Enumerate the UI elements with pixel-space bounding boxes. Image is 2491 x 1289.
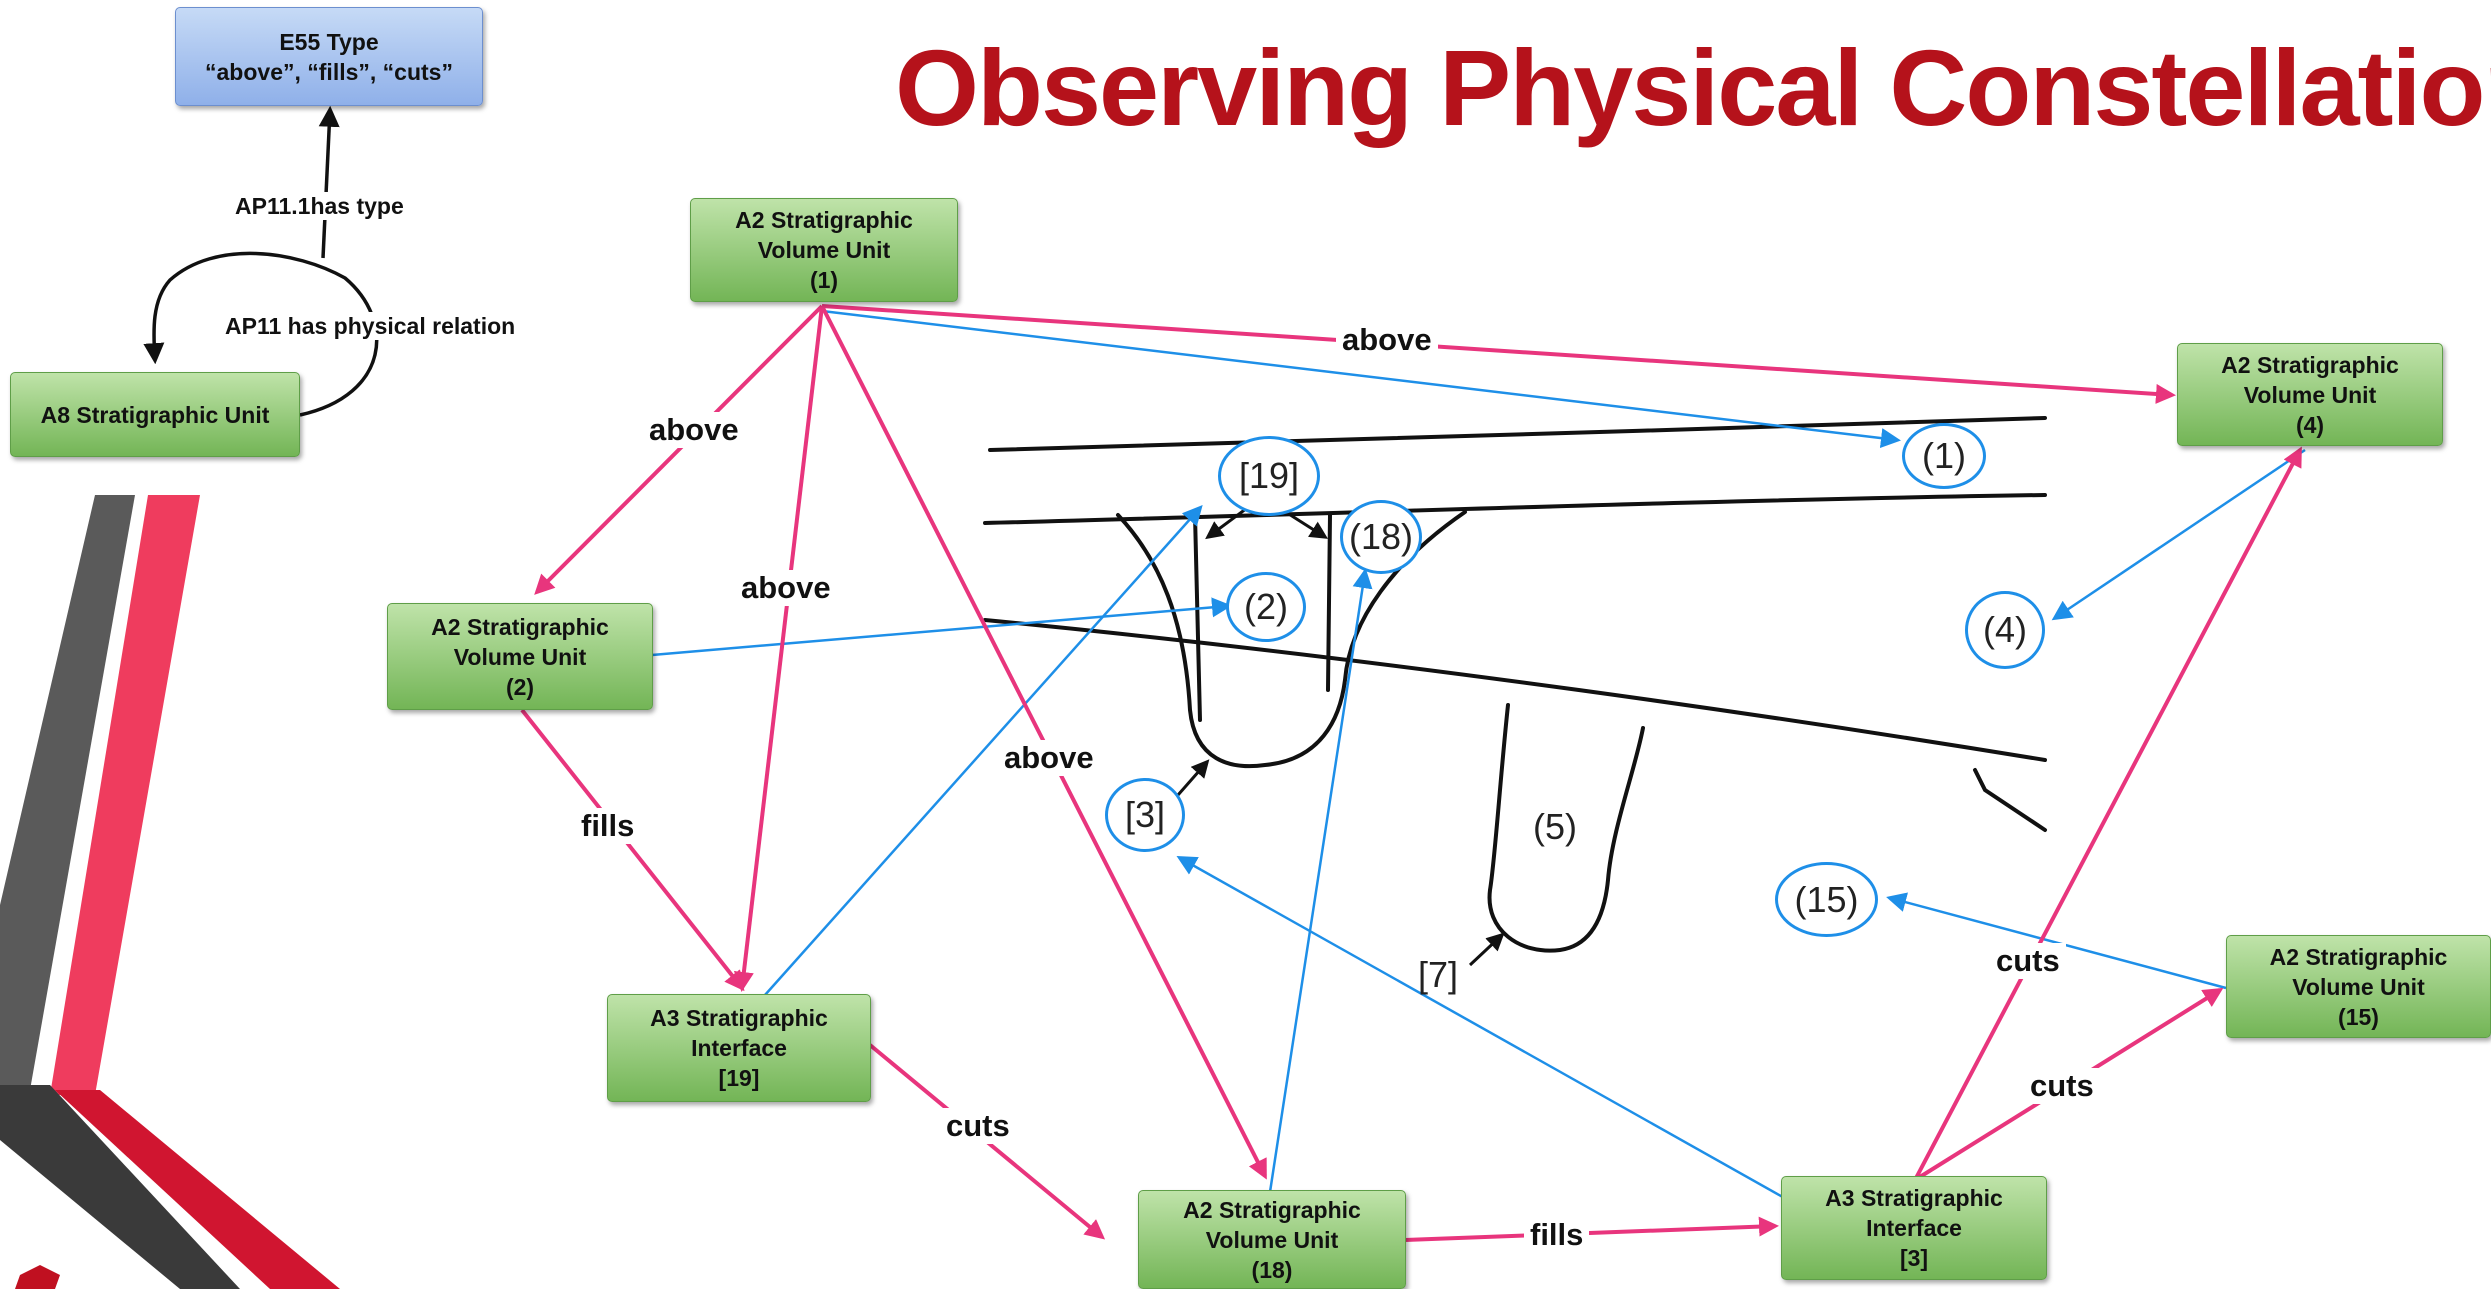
- interface-node-3: A3 Stratigraphic Interface [3]: [1781, 1176, 2047, 1280]
- node-label-line: Volume Unit: [2243, 381, 2377, 408]
- link-n1-to-mark-1: [821, 309, 1901, 449]
- type-node: E55 Type “above”, “fills”, “cuts”: [175, 7, 483, 106]
- section-marker-18: (18): [1340, 500, 1422, 574]
- has-physical-relation-label: AP11 has physical relation: [222, 312, 519, 340]
- node-label-line: Interface: [691, 1035, 787, 1061]
- volume-unit-node-18: A2 Stratigraphic Volume Unit (18): [1138, 1190, 1406, 1289]
- node-label-line: A3 Stratigraphic: [650, 1005, 828, 1031]
- type-node-title: E55 Type: [279, 28, 379, 55]
- interface-node-19: A3 Stratigraphic Interface [19]: [607, 994, 871, 1102]
- relation-n1-above-n4: [821, 304, 2176, 404]
- node-label-line: A2 Stratigraphic: [1183, 1196, 1361, 1223]
- section-marker-3: [3]: [1105, 778, 1185, 852]
- node-label-line: Volume Unit: [453, 643, 587, 670]
- node-label-line: A2 Stratigraphic: [2269, 943, 2448, 970]
- relation-label: above: [735, 570, 837, 606]
- relation-n18-fills-n3: [1404, 1216, 1779, 1242]
- node-label-line: Volume Unit: [2292, 973, 2425, 1000]
- node-id: (2): [505, 673, 535, 700]
- volume-unit-node-2: A2 Stratigraphic Volume Unit (2): [387, 603, 653, 710]
- relation-n2-fills-n19: [520, 708, 745, 992]
- relation-label: cuts: [2024, 1068, 2100, 1104]
- node-id: (18): [1251, 1256, 1293, 1283]
- relation-label: above: [643, 412, 745, 448]
- link-n4-to-mark-4: [2051, 448, 2306, 621]
- link-n3-to-mark-3: [1176, 856, 1789, 1202]
- volume-unit-node-15: A2 Stratigraphic Volume Unit (15): [2226, 935, 2491, 1038]
- section-marker-19: [19]: [1218, 436, 1320, 516]
- node-label-line: Volume Unit: [1205, 1226, 1339, 1253]
- physical-relations: [520, 304, 2302, 1242]
- decorative-stripes: [0, 495, 340, 1289]
- link-n2-to-mark-2: [651, 597, 1232, 657]
- link-n19-to-mark-19: [764, 505, 1203, 996]
- section-sketch: [983, 416, 2047, 953]
- section-marker-15: (15): [1775, 862, 1878, 937]
- legend-connectors: [143, 105, 379, 417]
- section-label-7: [7]: [1418, 954, 1459, 995]
- page-title: Observing Physical Constellations: [895, 27, 2491, 148]
- relation-n3-cuts-n4: [1913, 446, 2302, 1181]
- identification-links: [651, 309, 2306, 1202]
- relation-label: fills: [1524, 1217, 1590, 1253]
- section-label-5: (5): [1533, 806, 1577, 847]
- relation-label: fills: [575, 808, 641, 844]
- type-node-values: “above”, “fills”, “cuts”: [205, 58, 453, 85]
- relation-label: cuts: [940, 1108, 1016, 1144]
- node-id: [3]: [1899, 1245, 1929, 1271]
- relation-label: above: [1336, 322, 1438, 358]
- stratigraphic-unit-node: A8 Stratigraphic Unit: [10, 372, 300, 457]
- has-type-label: AP11.1has type: [232, 192, 407, 220]
- stratigraphic-unit-label: A8 Stratigraphic Unit: [40, 401, 270, 428]
- section-marker-2: (2): [1226, 572, 1306, 642]
- node-id: [19]: [718, 1065, 760, 1091]
- node-label-line: A2 Stratigraphic: [431, 613, 609, 640]
- relation-label: cuts: [1990, 943, 2066, 979]
- node-label-line: Interface: [1866, 1215, 1962, 1241]
- node-label-line: A2 Stratigraphic: [2221, 351, 2399, 378]
- volume-unit-node-4: A2 Stratigraphic Volume Unit (4): [2177, 343, 2443, 446]
- volume-unit-node-1: A2 Stratigraphic Volume Unit (1): [690, 198, 958, 302]
- node-id: (4): [2295, 411, 2325, 438]
- node-label-line: A3 Stratigraphic: [1825, 1185, 2003, 1211]
- relation-label: above: [998, 740, 1100, 776]
- relation-n1-above-n2: [534, 304, 824, 595]
- section-marker-1: (1): [1902, 423, 1986, 489]
- link-n18-to-mark-18: [1268, 568, 1373, 1193]
- section-marker-4: (4): [1965, 591, 2045, 669]
- node-id: (1): [809, 267, 839, 293]
- node-id: (15): [2338, 1003, 2379, 1030]
- relation-n1-above-n19: [733, 305, 824, 992]
- node-label-line: Volume Unit: [757, 237, 891, 263]
- node-label-line: A2 Stratigraphic: [735, 207, 913, 233]
